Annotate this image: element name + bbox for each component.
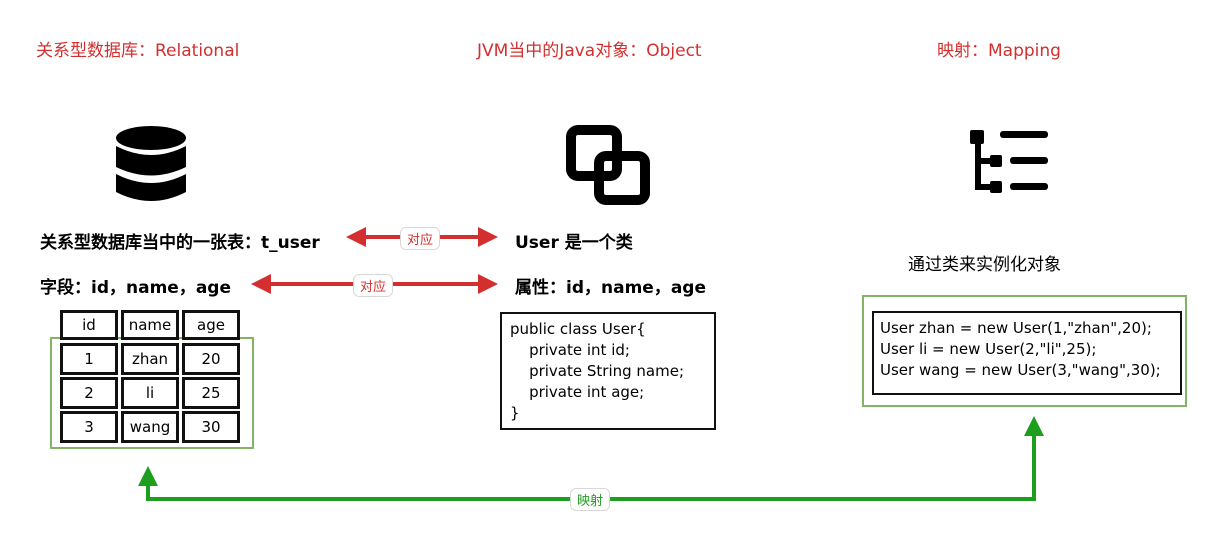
table-cell: 1 <box>60 343 118 375</box>
correspond-pill-2: 对应 <box>353 274 394 297</box>
mapping-header: 映射：Mapping <box>937 41 1061 61</box>
table-cell: 30 <box>182 411 240 443</box>
table-cell: wang <box>121 411 179 443</box>
tree-list-icon <box>970 130 1048 193</box>
table-header-cell: name <box>121 310 179 340</box>
database-icon <box>116 126 186 201</box>
overlapping-squares-icon <box>566 125 650 205</box>
fields-label: 字段：id，name，age <box>40 278 231 298</box>
table-label: 关系型数据库当中的一张表：t_user <box>40 233 320 253</box>
table-cell: li <box>121 377 179 409</box>
instances-code-box: User zhan = new User(1,"zhan",20); User … <box>872 311 1182 395</box>
table-cell: 2 <box>60 377 118 409</box>
table-cell: 3 <box>60 411 118 443</box>
table-cell: 25 <box>182 377 240 409</box>
object-header: JVM当中的Java对象：Object <box>477 41 702 61</box>
table-cell: zhan <box>121 343 179 375</box>
table-cell: 20 <box>182 343 240 375</box>
relational-header: 关系型数据库：Relational <box>36 41 240 61</box>
attrs-label: 属性：id，name，age <box>515 278 706 298</box>
class-code-box: public class User{ private int id; priva… <box>500 312 716 430</box>
correspond-pill-1: 对应 <box>400 227 441 250</box>
table-header-cell: age <box>182 310 240 340</box>
instances-group-box <box>862 295 1187 407</box>
table-header-cell: id <box>60 310 118 340</box>
mapping-pill: 映射 <box>570 488 611 511</box>
class-label: User 是一个类 <box>515 233 633 253</box>
instantiate-caption: 通过类来实例化对象 <box>908 255 1061 275</box>
